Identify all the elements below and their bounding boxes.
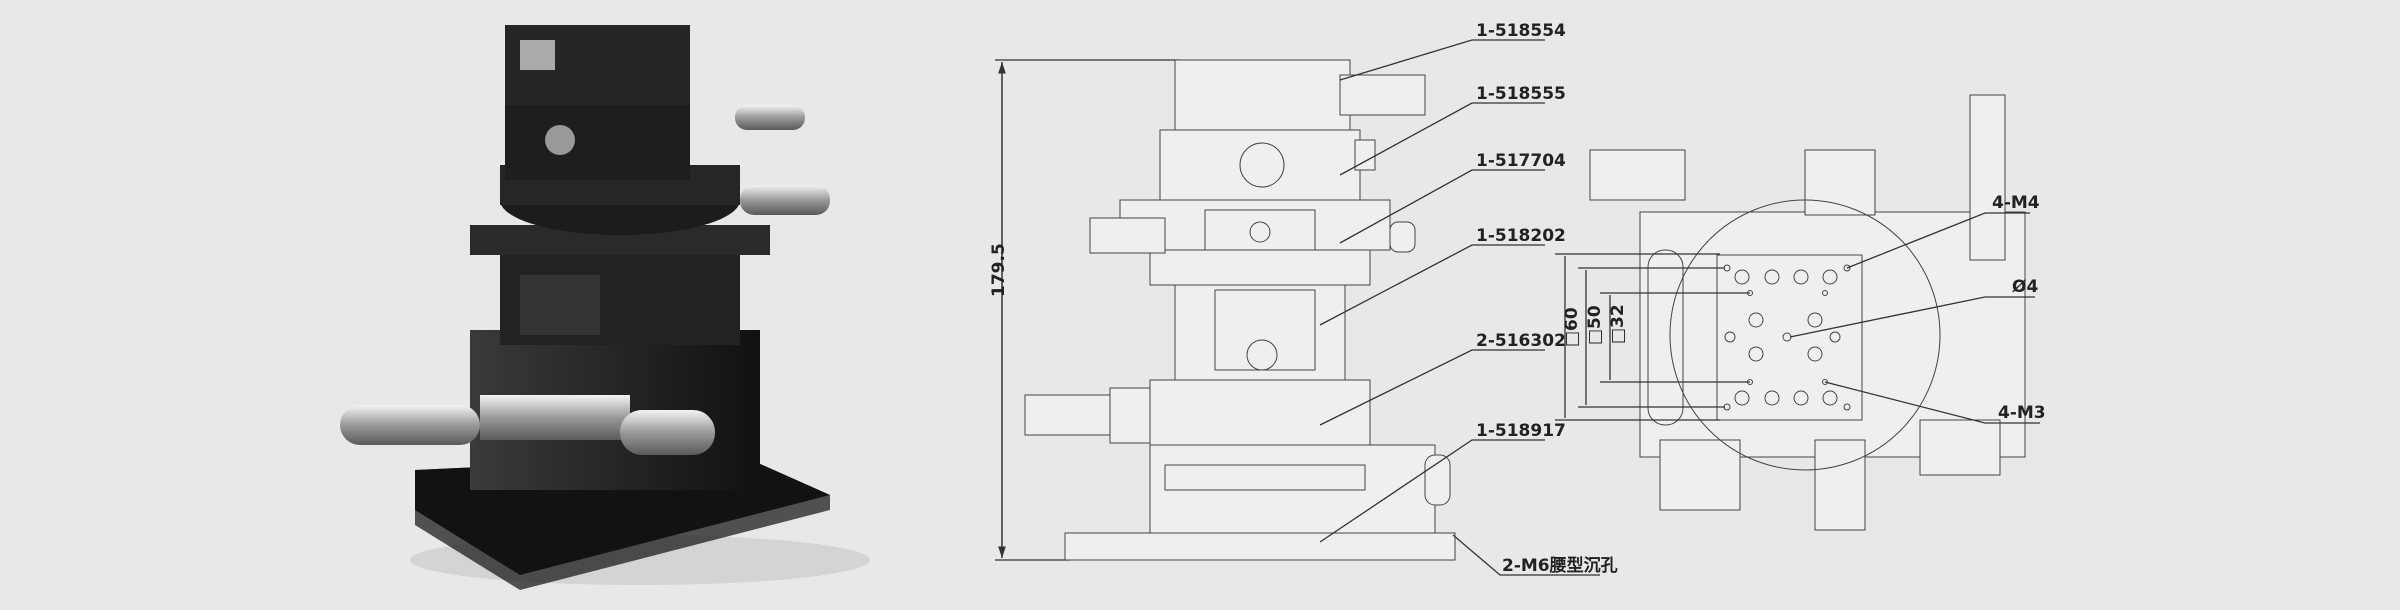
height-dimension: 179.5: [989, 243, 1009, 297]
side-view-drawing: [995, 59, 1456, 561]
hole: [1807, 312, 1823, 328]
hole: [1748, 346, 1764, 362]
mount-hole-label: 2-M6腰型沉孔: [1502, 555, 1618, 576]
top-view-dimensions: [1555, 212, 2040, 424]
hole: [1822, 390, 1838, 406]
top-view-drawing: [1589, 94, 2026, 531]
hole: [1764, 269, 1780, 285]
hole: [1734, 390, 1750, 406]
hole: [1724, 331, 1736, 343]
hole: [1734, 269, 1750, 285]
hole: [1748, 312, 1764, 328]
hole: [1822, 269, 1838, 285]
hole: [1793, 269, 1809, 285]
dimension-60: □60: [1562, 307, 1582, 347]
hole: [1793, 390, 1809, 406]
callout-4-m4: 4-M4: [1992, 193, 2040, 213]
hole: [1843, 264, 1851, 272]
leader-lines: [1319, 39, 1600, 576]
hole: [1829, 331, 1841, 343]
part-label-5: 2-516302: [1476, 331, 1566, 351]
hole: [1764, 390, 1780, 406]
part-label-2: 1-518555: [1476, 84, 1566, 104]
mounting-holes: [1723, 264, 1851, 411]
part-label-1: 1-518554: [1476, 21, 1566, 41]
hole: [1843, 403, 1851, 411]
callout-4-m3: 4-M3: [1998, 403, 2046, 423]
product-render: [340, 25, 870, 590]
hole: [1822, 290, 1828, 296]
part-label-6: 1-518917: [1476, 421, 1566, 441]
hole: [1807, 346, 1823, 362]
dimension-32: □32: [1608, 304, 1628, 344]
dimension-50: □50: [1585, 305, 1605, 345]
callout-diameter-4: Ø4: [2012, 277, 2038, 297]
part-label-4: 1-518202: [1476, 226, 1566, 246]
part-label-3: 1-517704: [1476, 151, 1566, 171]
